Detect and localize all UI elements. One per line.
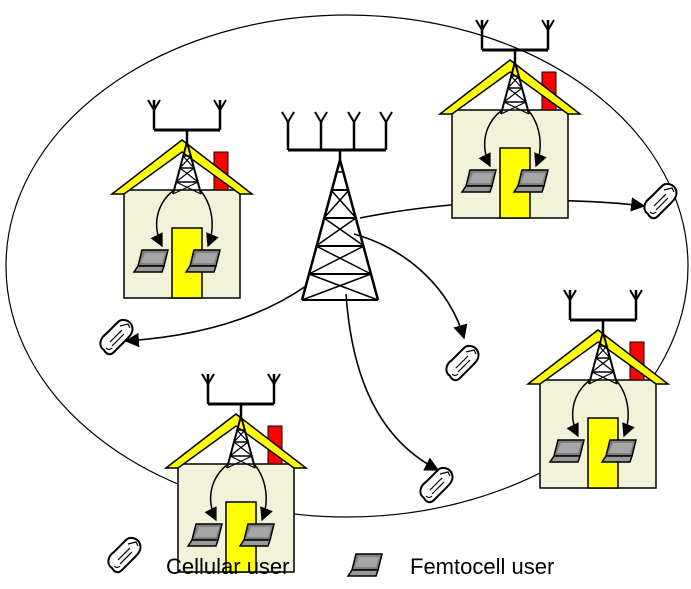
cellular-user-phone-icon xyxy=(419,466,454,504)
femtocell-house-right xyxy=(528,290,668,488)
femtocell-house-top-right xyxy=(440,20,580,218)
macro-cell-boundary xyxy=(5,14,689,518)
cellular-user-phone-icon xyxy=(445,344,480,382)
cellular-user-phone-icon xyxy=(643,182,678,220)
laptop-icon xyxy=(347,553,383,577)
macro-base-station-tower-icon xyxy=(281,111,393,301)
mobile-phone-icon xyxy=(107,536,142,574)
legend: Cellular user Femtocell user xyxy=(107,536,554,579)
legend-femtocell-user-label: Femtocell user xyxy=(410,554,554,579)
cellular-user-phone-icon xyxy=(99,318,134,356)
femtocell-house-top-left xyxy=(112,100,252,298)
femtocell-house-bottom xyxy=(166,374,306,572)
legend-cellular-user-label: Cellular user xyxy=(166,554,290,579)
